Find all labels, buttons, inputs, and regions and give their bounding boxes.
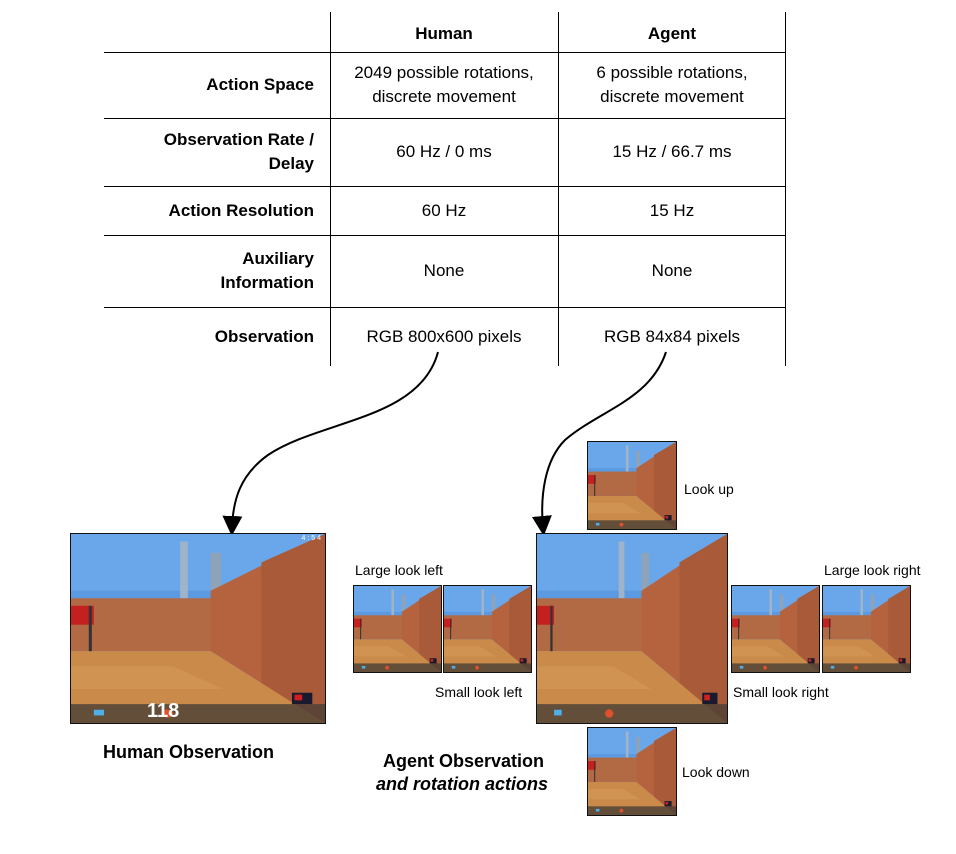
hud-health-value: 118 bbox=[147, 700, 180, 722]
large-look-right-frame bbox=[822, 585, 911, 673]
large-look-left-screenshot bbox=[354, 586, 441, 672]
small-look-left-label: Small look left bbox=[435, 684, 523, 700]
table-rule bbox=[330, 12, 331, 366]
table-rule bbox=[104, 307, 786, 308]
cell-agent-auxiliary: None bbox=[651, 261, 693, 280]
large-look-right-label: Large look right bbox=[824, 562, 921, 578]
comparison-table: Human Agent Action Space 2049 possible r… bbox=[104, 12, 786, 366]
look-up-screenshot bbox=[588, 442, 676, 529]
look-up-frame bbox=[587, 441, 677, 530]
look-down-frame bbox=[587, 727, 677, 816]
human-game-screenshot bbox=[71, 534, 325, 723]
agent-observation-subcaption: and rotation actions bbox=[376, 774, 549, 794]
cell-agent-observation-rate: 15 Hz / 66.7 ms bbox=[612, 142, 732, 161]
look-up-label: Look up bbox=[684, 481, 734, 497]
cell-agent-action-space: 6 possible rotations,discrete movement bbox=[596, 63, 748, 106]
row-label-observation-rate: Observation Rate /Delay bbox=[163, 130, 314, 173]
row-label-action-space: Action Space bbox=[206, 75, 314, 94]
arrow-to-human-view bbox=[222, 351, 439, 536]
large-look-left-label: Large look left bbox=[355, 562, 443, 578]
hud-timer: 4 : 5 4 bbox=[301, 535, 321, 542]
row-label-observation: Observation bbox=[214, 326, 314, 346]
human-observation-frame: 118 4 : 5 4 bbox=[70, 533, 326, 724]
small-look-right-frame bbox=[731, 585, 820, 673]
cell-human-action-space: 2049 possible rotations,discrete movemen… bbox=[354, 63, 534, 106]
cell-human-observation: RGB 800x600 pixels bbox=[366, 326, 522, 346]
arrow-to-agent-view bbox=[531, 351, 667, 536]
table-rule bbox=[104, 186, 786, 187]
small-look-left-frame bbox=[443, 585, 532, 673]
small-look-left-screenshot bbox=[444, 586, 531, 672]
large-look-left-frame bbox=[353, 585, 442, 673]
table-rule bbox=[104, 235, 786, 236]
cell-human-action-resolution: 60 Hz bbox=[421, 200, 467, 220]
column-header-human: Human bbox=[415, 24, 473, 43]
column-header-agent: Agent bbox=[647, 24, 697, 43]
look-down-screenshot bbox=[588, 728, 676, 815]
human-observation-caption: Human Observation bbox=[103, 742, 275, 762]
cell-agent-action-resolution: 15 Hz bbox=[649, 200, 695, 220]
cell-agent-observation: RGB 84x84 pixels bbox=[603, 326, 741, 346]
row-label-action-resolution: Action Resolution bbox=[168, 200, 314, 220]
look-down-label: Look down bbox=[682, 764, 750, 780]
cell-human-auxiliary: None bbox=[423, 261, 465, 280]
cell-human-observation-rate: 60 Hz / 0 ms bbox=[396, 142, 492, 161]
table-rule bbox=[558, 12, 559, 366]
table-rule bbox=[104, 52, 786, 53]
table-rule bbox=[104, 118, 786, 119]
agent-game-screenshot bbox=[537, 534, 727, 723]
small-look-right-screenshot bbox=[732, 586, 819, 672]
table-rule bbox=[785, 12, 786, 366]
large-look-right-screenshot bbox=[823, 586, 910, 672]
small-look-right-label: Small look right bbox=[733, 684, 829, 700]
agent-observation-caption: Agent Observation bbox=[383, 751, 545, 771]
agent-observation-frame bbox=[536, 533, 728, 724]
